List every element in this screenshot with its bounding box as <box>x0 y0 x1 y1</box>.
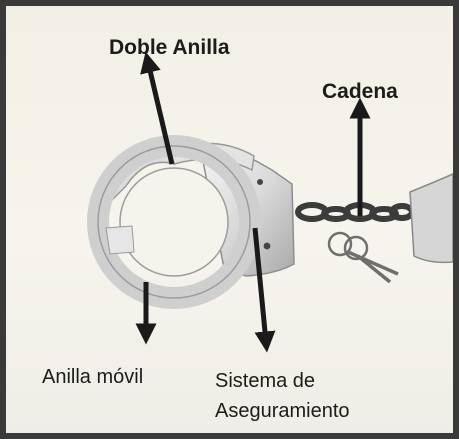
label-sistema-line1: Sistema de <box>215 370 316 392</box>
handcuff-illustration <box>87 51 453 353</box>
chain <box>295 202 415 222</box>
label-sistema-aseguramiento: Sistema de Aseguramiento <box>215 366 350 426</box>
label-cadena: Cadena <box>322 80 398 103</box>
keys <box>327 231 399 284</box>
label-doble-anilla: Doble Anilla <box>109 36 230 59</box>
arrow-sistema <box>252 227 276 353</box>
label-anilla-movil: Anilla móvil <box>42 366 144 388</box>
arrow-doble-anilla <box>140 51 175 165</box>
movable-ring <box>87 135 261 309</box>
label-sistema-line2: Aseguramiento <box>215 400 350 422</box>
arrows <box>135 51 371 353</box>
second-cuff-fragment <box>409 173 453 264</box>
